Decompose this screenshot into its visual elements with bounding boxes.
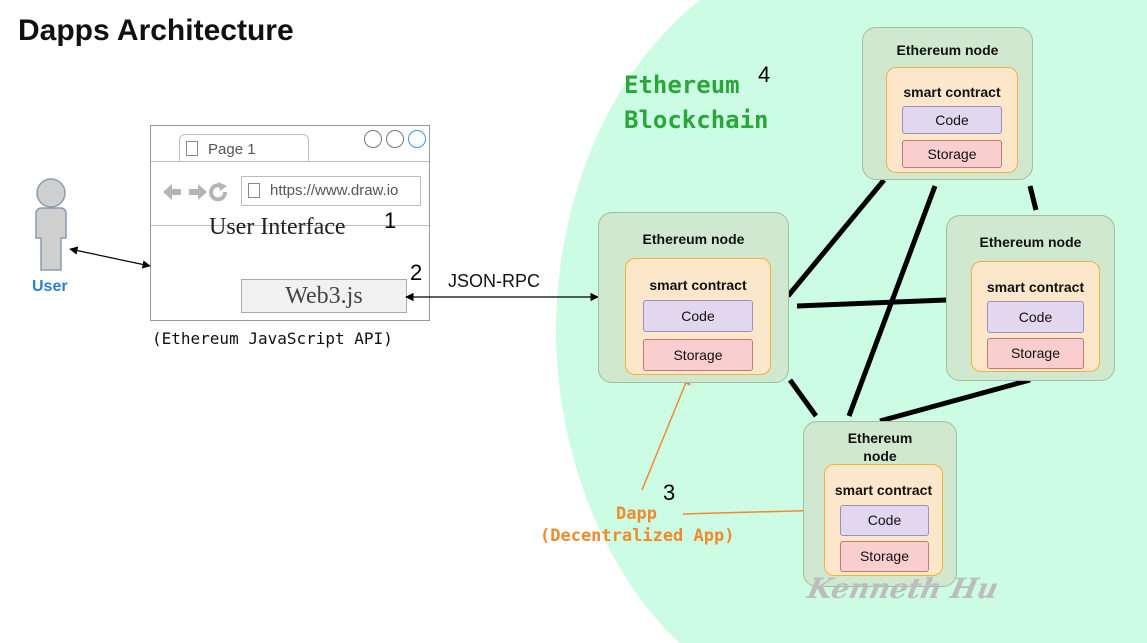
storage-box: Storage (902, 140, 1002, 168)
web3-number: 2 (410, 260, 423, 285)
node-title: Ethereum node (642, 231, 745, 247)
browser-window: Page 1 https://www.draw.io User Interfac… (150, 125, 430, 321)
page-title: Dapps Architecture (18, 14, 294, 47)
dapp-number: 3 (663, 480, 676, 505)
author-signature: Kenneth Hu (804, 572, 1002, 605)
ethereum-node: Ethereum node smart contract Code Storag… (946, 215, 1115, 381)
node-title-line2: node (863, 448, 897, 464)
url-bar[interactable]: https://www.draw.io (241, 176, 421, 206)
smart-contract: smart contract Code Storage (824, 464, 943, 576)
user-browser-arrow (69, 246, 151, 269)
smart-contract-label: smart contract (834, 482, 933, 498)
smart-contract-label: smart contract (986, 279, 1085, 295)
code-box: Code (840, 505, 929, 536)
web3-box: Web3.js (241, 279, 407, 313)
user-label: User (32, 278, 68, 295)
window-circle-icon[interactable] (386, 130, 404, 148)
smart-contract-label: smart contract (649, 277, 747, 293)
ui-number: 1 (384, 208, 397, 233)
ethereum-node: Ethereum node smart contract Code Storag… (803, 421, 957, 587)
smart-contract: smart contract Code Storage (625, 258, 771, 375)
node-title-line1: Ethereum (847, 430, 913, 446)
blockchain-number: 4 (758, 62, 771, 87)
smart-contract: smart contract Code Storage (886, 67, 1018, 173)
api-label: (Ethereum JavaScript API) (152, 329, 393, 348)
dapp-arrow-1 (641, 374, 691, 491)
blockchain-label-line1: Ethereum (624, 71, 740, 99)
storage-box: Storage (643, 339, 753, 371)
ethereum-node: Ethereum node smart contract Code Storag… (598, 212, 789, 383)
code-box: Code (643, 300, 753, 332)
smart-contract: smart contract Code Storage (971, 261, 1100, 372)
ethereum-node: Ethereum node smart contract Code Storag… (862, 27, 1033, 180)
user-icon (35, 178, 67, 271)
node-title: Ethereum node (896, 42, 999, 58)
nav-buttons[interactable] (161, 182, 231, 202)
code-box: Code (902, 106, 1002, 134)
page-icon (248, 183, 260, 198)
dapp-label-line1: Dapp (616, 504, 657, 524)
url-text: https://www.draw.io (270, 182, 399, 199)
storage-box: Storage (840, 541, 929, 572)
blockchain-label-line2: Blockchain (624, 106, 769, 134)
code-box: Code (987, 301, 1084, 333)
dapp-label-line2: (Decentralized App) (540, 526, 735, 546)
page-icon (186, 141, 198, 156)
user-interface-label: User Interface (209, 214, 346, 240)
smart-contract-label: smart contract (903, 84, 1001, 100)
storage-box: Storage (987, 338, 1084, 369)
node-title: Ethereum node (979, 234, 1082, 250)
browser-tab[interactable]: Page 1 (179, 134, 309, 162)
window-circle-icon[interactable] (364, 130, 382, 148)
json-rpc-label: JSON-RPC (448, 271, 541, 291)
window-circle-icon[interactable] (408, 130, 426, 148)
tab-label: Page 1 (208, 141, 256, 158)
